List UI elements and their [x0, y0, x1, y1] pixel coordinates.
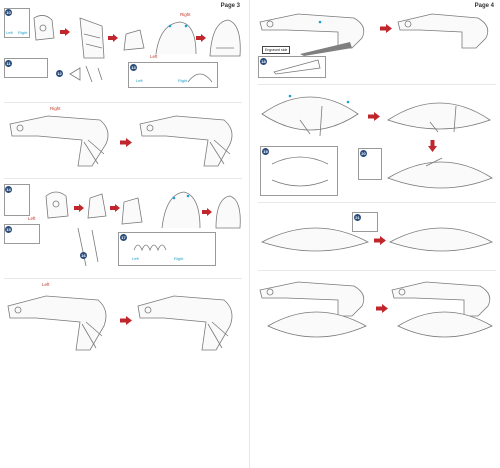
step-badge: 17	[120, 234, 127, 241]
next-step-arrow-icon	[368, 112, 380, 121]
next-step-arrow-icon	[108, 34, 118, 42]
label-left: Left	[150, 54, 158, 59]
engraved-side-label: Engraved side	[262, 46, 291, 54]
detail-inset-box	[128, 62, 218, 88]
step-badge: 15	[5, 226, 12, 233]
page-4-column: Page 4 Engraved side 18 19 20 2	[254, 0, 500, 468]
part-drawing	[123, 29, 145, 51]
step-badge: 19	[262, 148, 269, 155]
next-step-arrow-icon	[202, 208, 212, 216]
label-right: Right	[18, 30, 28, 35]
section-divider	[258, 84, 496, 85]
column-divider	[249, 0, 250, 468]
ship-assembly-drawing	[9, 115, 109, 167]
part-drawing	[187, 73, 213, 83]
step-badge: 13	[130, 64, 137, 71]
ship-assembly-drawing	[137, 295, 233, 351]
label-right: Right	[180, 12, 191, 17]
dome-shell-drawing	[261, 94, 359, 137]
next-step-arrow-icon	[196, 34, 206, 42]
ship-assembly-drawing	[7, 295, 107, 351]
page-number: Page 3	[220, 3, 240, 9]
dome-shell-drawing	[389, 227, 493, 252]
step-badge: 16	[80, 252, 87, 259]
label-left: Left	[6, 30, 13, 35]
next-step-arrow-icon	[428, 140, 437, 152]
part-drawing	[45, 191, 69, 219]
label-right: Right	[178, 78, 188, 83]
step-badge: 18	[260, 58, 267, 65]
detail-inset-box	[4, 58, 48, 78]
part-drawing	[69, 65, 103, 83]
step-badge: 12	[56, 70, 63, 77]
next-step-arrow-icon	[120, 316, 132, 325]
label-left: Left	[28, 216, 36, 221]
part-drawing	[271, 156, 329, 187]
part-drawing	[133, 244, 167, 252]
part-drawing	[215, 195, 241, 229]
section-divider	[4, 102, 242, 103]
ship-assembly-drawing	[397, 13, 489, 49]
ship-assembly-drawing	[139, 115, 233, 167]
next-step-arrow-icon	[120, 138, 132, 147]
next-step-arrow-icon	[74, 204, 84, 212]
part-drawing	[273, 59, 321, 75]
next-step-arrow-icon	[376, 304, 388, 313]
part-drawing	[79, 17, 105, 59]
next-step-arrow-icon	[374, 236, 386, 245]
part-drawing	[33, 15, 55, 41]
dome-shell-drawing	[387, 102, 491, 133]
ship-assembly-drawing	[259, 281, 367, 338]
section-divider	[4, 278, 242, 279]
label-right: Right	[174, 256, 184, 261]
part-drawing	[161, 191, 201, 229]
detail-inset-box	[4, 224, 40, 244]
ship-assembly-drawing	[391, 281, 493, 338]
next-step-arrow-icon	[380, 24, 392, 33]
section-divider	[258, 270, 496, 271]
part-drawing	[121, 197, 143, 225]
label-left: Left	[42, 282, 50, 287]
engraved-part	[300, 42, 352, 56]
label-left: Left	[136, 78, 143, 83]
dome-shell-drawing	[260, 227, 369, 252]
label-right: Right	[50, 106, 61, 111]
section-divider	[4, 178, 242, 179]
label-left: Left	[132, 256, 139, 261]
dome-shell-drawing	[387, 157, 493, 189]
ship-assembly-drawing	[259, 13, 365, 49]
step-badge: 21	[354, 214, 361, 221]
detail-inset-box	[260, 146, 338, 196]
step-badge: 11	[5, 60, 12, 67]
page-number: Page 4	[474, 3, 494, 9]
next-step-arrow-icon	[110, 204, 120, 212]
step-badge: 14	[5, 186, 12, 193]
step-badge: 20	[360, 150, 367, 157]
next-step-arrow-icon	[60, 28, 70, 36]
step-badge: 10	[5, 9, 12, 16]
section-divider	[258, 202, 496, 203]
part-drawing	[87, 193, 107, 219]
page-3-column: Page 3 10 Left Right 11 Right 12 13 Left…	[0, 0, 246, 468]
part-drawing	[155, 21, 197, 55]
part-drawing	[209, 19, 241, 57]
part-drawing	[77, 227, 99, 267]
